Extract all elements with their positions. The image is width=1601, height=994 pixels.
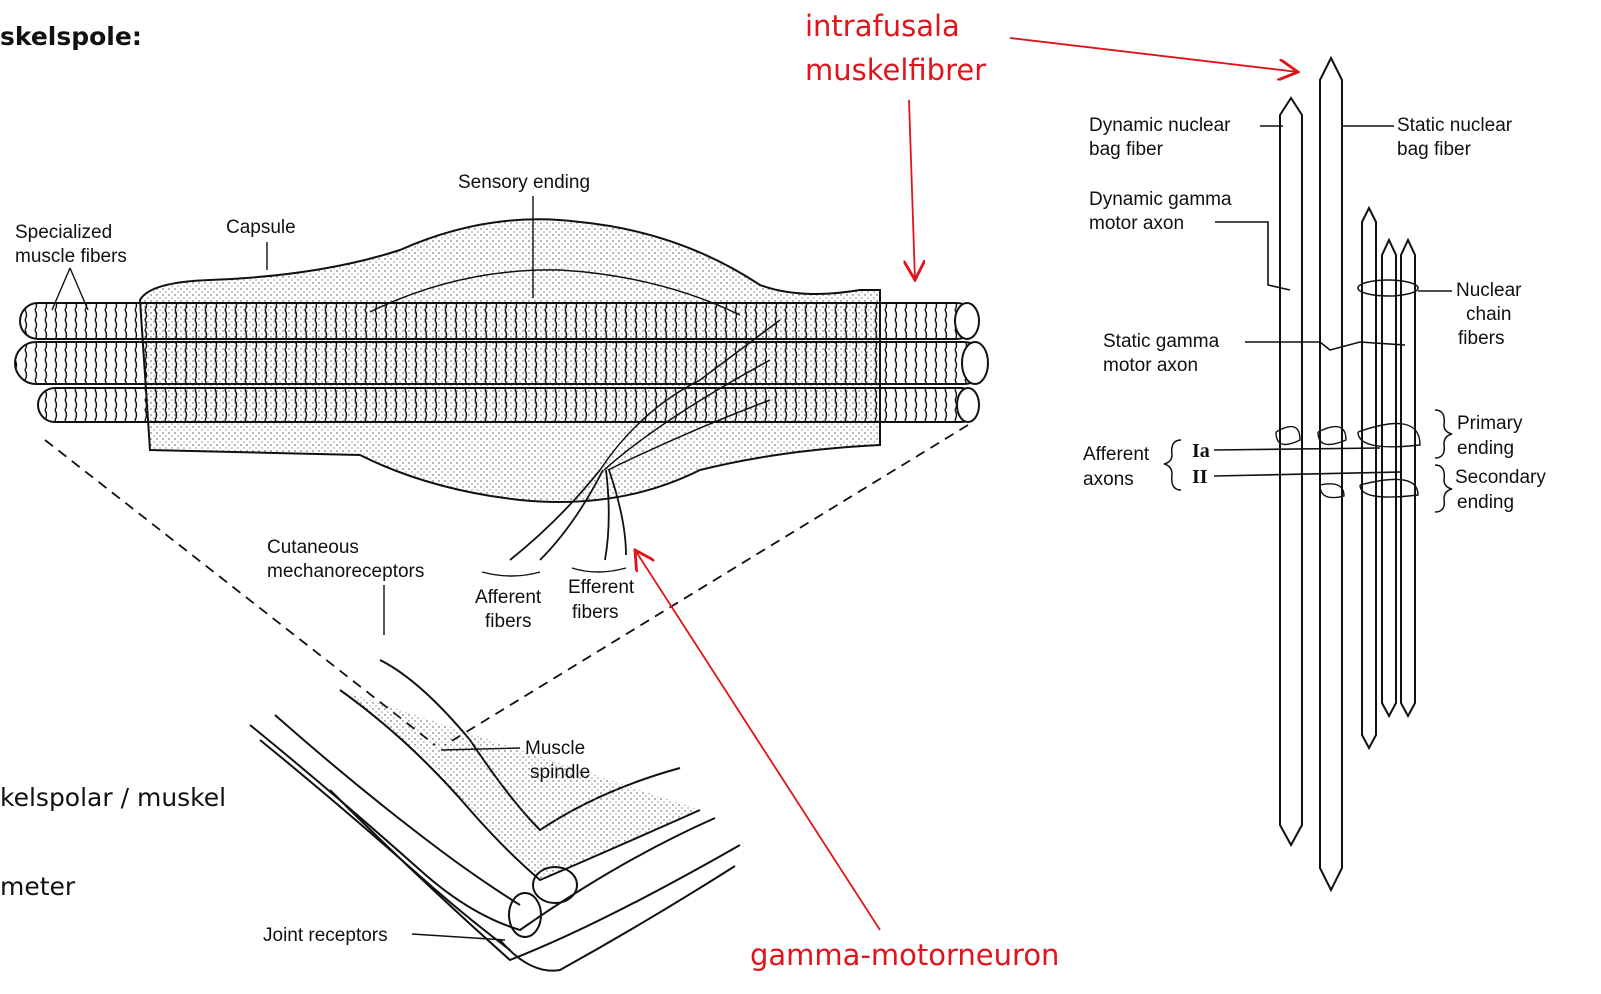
nuclear-chain-fiber-1 bbox=[1362, 208, 1376, 748]
muscle-fiber-bottom bbox=[38, 388, 979, 422]
afferent-axons-label-line-2: axons bbox=[1083, 468, 1134, 492]
body-text-line-1: kelspolar / muskel bbox=[0, 783, 226, 812]
primary-ending-label-line-1: Primary bbox=[1457, 412, 1522, 436]
specialized-label-line-1: Specialized bbox=[15, 221, 112, 245]
ii-axon-label: II bbox=[1192, 465, 1208, 489]
afferent-axons-label-line-1: Afferent bbox=[1083, 443, 1149, 467]
cutaneous-label-line-2: mechanoreceptors bbox=[267, 560, 424, 584]
dynamic-bag-label-line-1: Dynamic nuclear bbox=[1089, 114, 1231, 138]
gamma-motorneuron-label: gamma-motorneuron bbox=[750, 935, 1059, 975]
muscle-fiber-top bbox=[20, 303, 979, 339]
sensory-ending-label: Sensory ending bbox=[458, 171, 590, 195]
capsule-label: Capsule bbox=[226, 216, 296, 240]
efferent-fibers-label-line-1: Efferent bbox=[568, 576, 634, 600]
dynamic-bag-fiber bbox=[1280, 98, 1302, 845]
body-text-line-2: meter bbox=[0, 872, 75, 901]
intrafusal-label-line-2: muskelfibrer bbox=[805, 50, 986, 90]
primary-ending-label-line-2: ending bbox=[1457, 437, 1514, 461]
intrafusal-label-line-1: intrafusala bbox=[805, 6, 960, 46]
efferent-fibers-label-line-2: fibers bbox=[572, 601, 618, 625]
secondary-ending-label-line-2: ending bbox=[1457, 491, 1514, 515]
dynamic-bag-label-line-2: bag fiber bbox=[1089, 138, 1163, 162]
nuclear-chain-fiber-3 bbox=[1401, 240, 1415, 716]
nuclear-chain-label-line-2: chain bbox=[1466, 303, 1511, 327]
static-gamma-label-line-1: Static gamma bbox=[1103, 330, 1219, 354]
slide-title: skelspole: bbox=[0, 22, 142, 51]
muscle-fiber-middle bbox=[15, 342, 988, 384]
joint-receptors-label: Joint receptors bbox=[263, 924, 388, 948]
cutaneous-label-line-1: Cutaneous bbox=[267, 536, 359, 560]
muscle-spindle-label-line-2: spindle bbox=[530, 761, 590, 785]
static-bag-label-line-1: Static nuclear bbox=[1397, 114, 1512, 138]
dynamic-gamma-label-line-2: motor axon bbox=[1089, 212, 1184, 236]
muscle-spindle-label-line-1: Muscle bbox=[525, 737, 585, 761]
specialized-label-line-2: muscle fibers bbox=[15, 245, 127, 269]
static-bag-label-line-2: bag fiber bbox=[1397, 138, 1471, 162]
ia-axon-label: Ia bbox=[1192, 439, 1210, 463]
nuclear-chain-label-line-1: Nuclear bbox=[1456, 279, 1521, 303]
secondary-ending-label-line-1: Secondary bbox=[1455, 466, 1546, 490]
nuclear-chain-label-line-3: fibers bbox=[1458, 327, 1504, 351]
nuclear-chain-fiber-2 bbox=[1382, 240, 1396, 716]
muscle-spindle-drawing bbox=[15, 196, 988, 745]
dynamic-gamma-label-line-1: Dynamic gamma bbox=[1089, 188, 1232, 212]
static-gamma-label-line-2: motor axon bbox=[1103, 354, 1198, 378]
afferent-fibers-label-line-2: fibers bbox=[485, 610, 531, 634]
afferent-fibers-label-line-1: Afferent bbox=[475, 586, 541, 610]
